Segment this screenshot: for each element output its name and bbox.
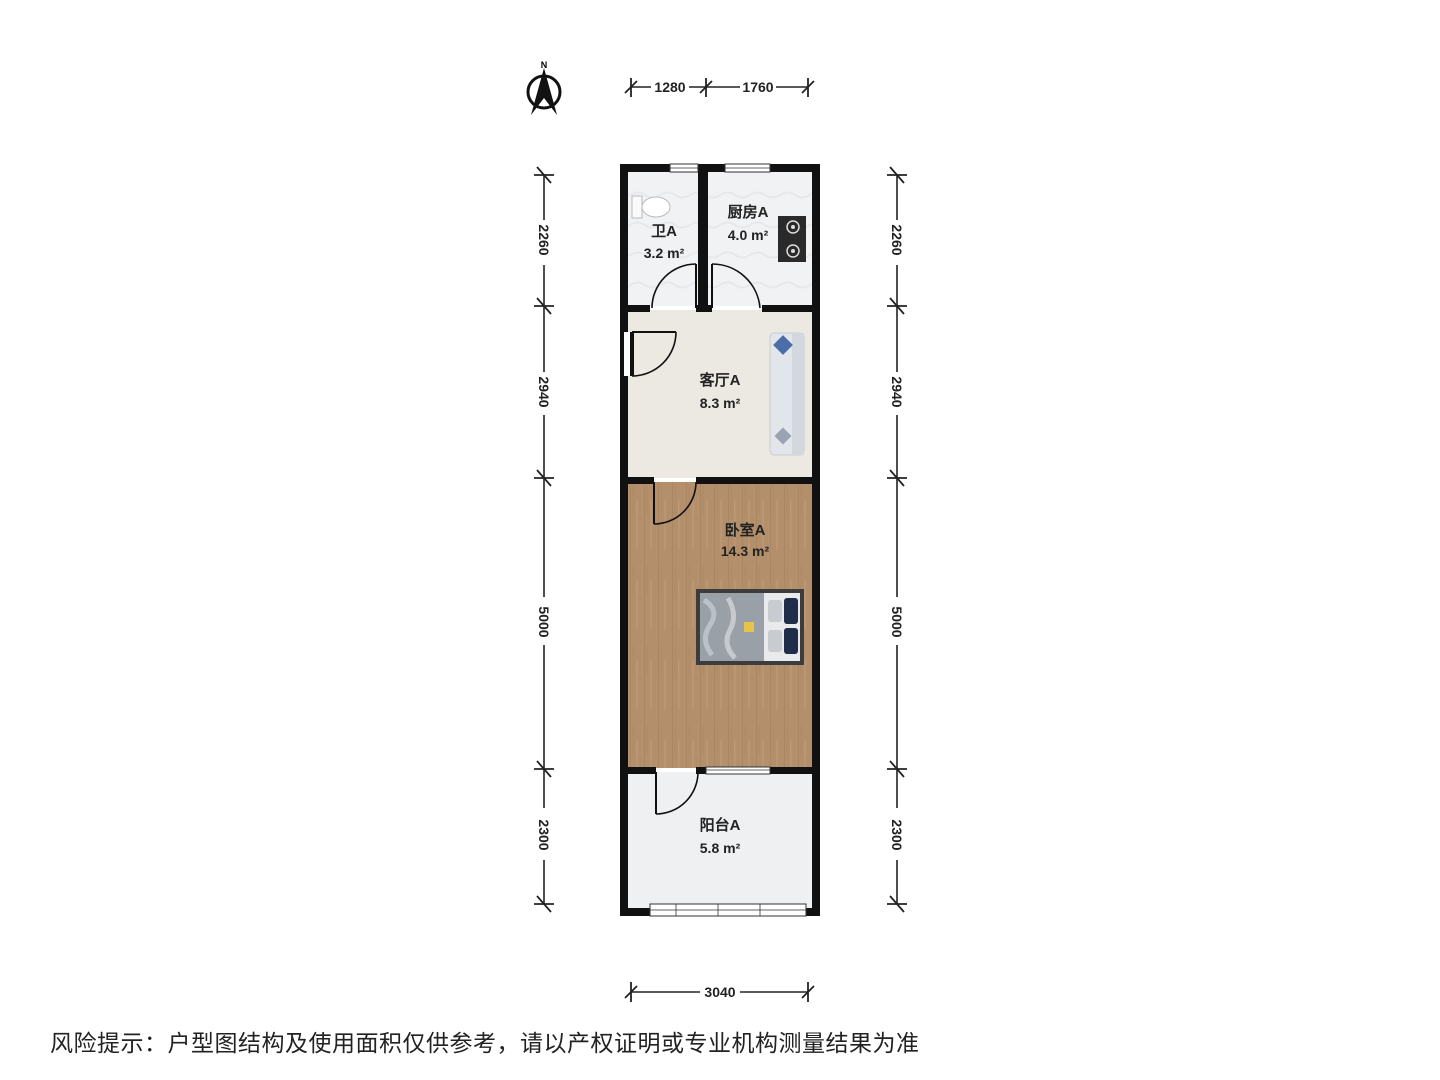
dimension-top-1: 1280 [654,79,685,95]
sofa-icon [769,332,805,456]
room-name-bathroom: 卫A [651,223,677,240]
window-kitchen [724,163,771,173]
door-entrance [620,331,677,377]
compass-icon: N [526,60,562,115]
room-name-bedroom: 卧室A [725,521,766,539]
room-name-balcony: 阳台A [700,816,741,834]
dimension-left-1: 2260 [536,224,552,255]
window-bathroom [669,163,699,173]
dimension-right-3: 5000 [889,606,905,637]
compass-north-label: N [541,60,548,70]
dimension-top-2: 1760 [742,79,773,95]
dimension-right: 2260 2940 5000 2300 [887,166,907,913]
door-bedroom [653,481,697,525]
room-name-kitchen: 厨房A [728,203,769,221]
room-area-kitchen: 4.0 m² [728,227,769,243]
door-kitchen [711,263,761,309]
dimension-top: 1280 1760 [624,78,815,97]
balcony-floor [628,772,812,908]
dimension-left: 2260 2940 5000 2300 [534,166,554,913]
toilet-icon [631,195,671,219]
cooktop-icon [778,216,806,262]
dimension-bottom: 3040 [624,982,815,1002]
room-name-living: 客厅A [699,371,741,389]
bed-icon [696,589,804,665]
dimension-right-2: 2940 [889,376,905,407]
window-balcony-sliding [705,766,771,775]
dimension-left-3: 5000 [536,606,552,637]
room-area-bathroom: 3.2 m² [644,245,685,261]
window-balcony-outer [649,903,807,917]
dimension-right-4: 2300 [889,819,905,850]
room-area-balcony: 5.8 m² [700,840,741,856]
risk-disclaimer: 风险提示：户型图结构及使用面积仅供参考，请以产权证明或专业机构测量结果为准 [50,1031,920,1057]
dimension-left-2: 2940 [536,376,552,407]
dimension-right-1: 2260 [889,224,905,255]
bathroom-floor [628,172,698,306]
dimension-bottom-1: 3040 [704,984,735,1000]
door-bathroom [651,263,697,309]
room-area-bedroom: 14.3 m² [721,543,770,559]
door-balcony [655,771,699,815]
dimension-left-4: 2300 [536,819,552,850]
room-area-living: 8.3 m² [700,395,741,411]
